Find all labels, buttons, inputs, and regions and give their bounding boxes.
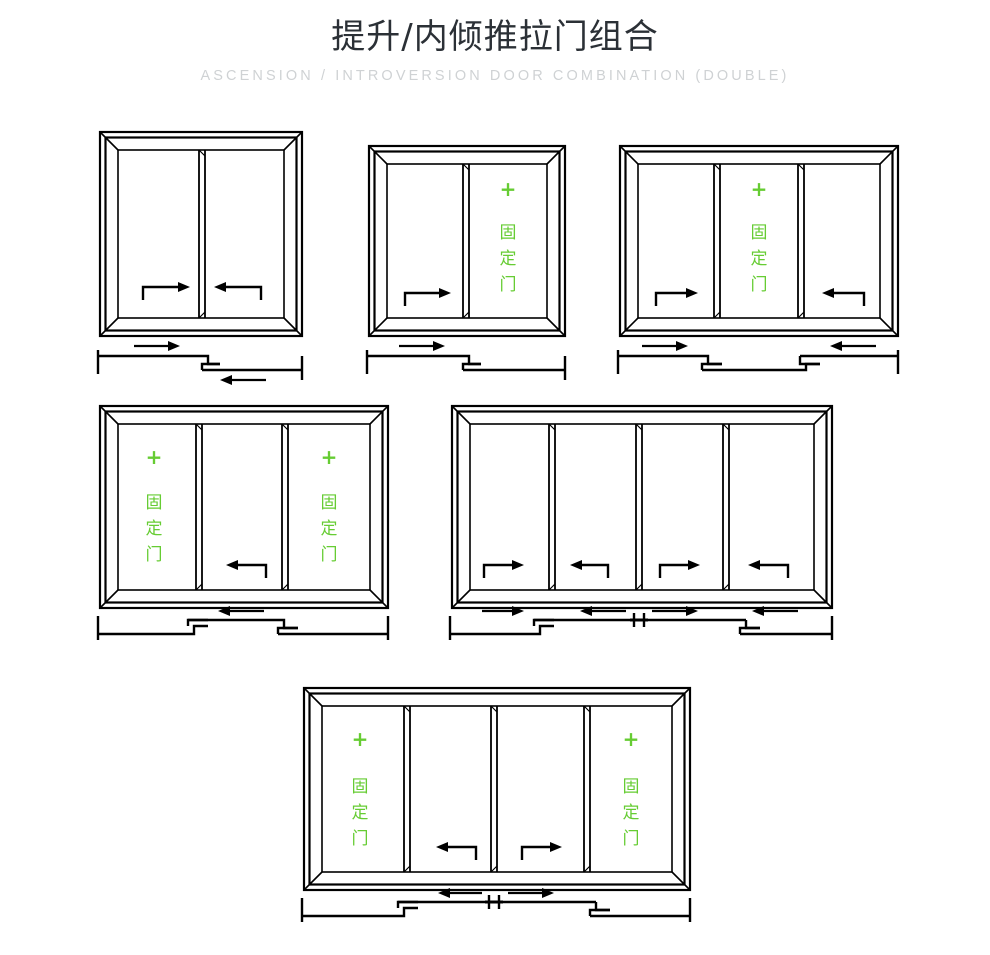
diagram-2-track xyxy=(365,350,567,380)
fixed-door-char-3: 门 xyxy=(751,275,768,295)
diagram-6-fixed-door-label-left: + 固 定 门 xyxy=(352,727,369,849)
arrow-head-left xyxy=(748,560,760,570)
fixed-door-char-1: 固 xyxy=(623,777,640,797)
arrow-head-left xyxy=(438,888,450,898)
diagram-4-fixed-door-label-left: + 固 定 门 xyxy=(146,445,163,565)
fixed-door-char-3: 门 xyxy=(352,829,369,849)
arrow-head-left xyxy=(822,288,834,298)
fixed-door-char-3: 门 xyxy=(623,829,640,849)
fixed-door-char-3: 门 xyxy=(321,545,338,565)
diagram-4-fixed-door-label-right: + 固 定 门 xyxy=(321,445,338,565)
fixed-door-char-2: 定 xyxy=(500,249,517,269)
page-header: 提升/内倾推拉门组合 ASCENSION / INTROVERSION DOOR… xyxy=(0,14,990,86)
plus-symbol: + xyxy=(146,445,163,469)
arrow-head-right xyxy=(512,606,524,616)
fixed-door-char-2: 定 xyxy=(352,803,369,823)
meeting-stile-icon xyxy=(630,613,648,627)
fixed-door-char-2: 定 xyxy=(751,249,768,269)
fixed-door-char-3: 门 xyxy=(146,545,163,565)
diagram-6-fixed-door-label-right: + 固 定 门 xyxy=(623,727,640,849)
arrow-head-left xyxy=(226,560,238,570)
arrow-head-right xyxy=(512,560,524,570)
diagram-5-svg xyxy=(448,404,834,640)
arrow-head-left xyxy=(218,606,230,616)
diagram-5-panel-arrows xyxy=(482,563,790,578)
diagram-6-svg: + 固 定 门 + 固 定 门 xyxy=(300,686,692,922)
arrow-head-left xyxy=(436,842,448,852)
fixed-door-char-2: 定 xyxy=(321,519,338,539)
diagram-5-track xyxy=(448,616,834,640)
diagram-4-panel-arrows xyxy=(234,563,268,578)
arrow-head-right xyxy=(550,842,562,852)
plus-symbol: + xyxy=(352,727,369,751)
arrow-head-right xyxy=(168,341,180,351)
diagram-6-panel-arrows xyxy=(444,845,554,860)
diagram-4-track xyxy=(96,616,390,640)
fixed-door-char-1: 固 xyxy=(500,223,517,243)
plus-symbol: + xyxy=(623,727,640,751)
arrow-head-right xyxy=(439,288,451,298)
diagram-3-track xyxy=(616,350,900,374)
diagram-4-three-panel-two-fixed-outer: + 固 定 门 + 固 定 门 xyxy=(96,402,396,642)
diagram-3-three-panel-center-fixed: + 固 定 门 xyxy=(616,142,906,382)
fixed-door-char-1: 固 xyxy=(321,493,338,513)
diagram-6-four-panel-outer-fixed: + 固 定 门 + 固 定 门 xyxy=(300,684,700,924)
arrow-head-right xyxy=(676,341,688,351)
arrow-head-left xyxy=(752,606,764,616)
arrow-head-left xyxy=(830,341,842,351)
diagram-2-panel-arrows xyxy=(403,291,443,306)
arrow-head-right xyxy=(433,341,445,351)
fixed-door-char-1: 固 xyxy=(352,777,369,797)
diagram-1-two-panel-opposing-slide xyxy=(96,128,316,385)
diagram-1-svg xyxy=(96,130,304,385)
diagram-2-svg: + 固 定 门 xyxy=(365,144,567,380)
diagram-4-svg: + 固 定 门 + 固 定 门 xyxy=(96,404,390,640)
page-title: 提升/内倾推拉门组合 xyxy=(331,17,659,57)
diagram-3-panel-arrows xyxy=(654,291,866,306)
meeting-stile-icon xyxy=(485,895,503,909)
diagram-1-track xyxy=(96,350,304,380)
arrow-head-right xyxy=(686,288,698,298)
arrow-head-right xyxy=(686,606,698,616)
arrow-head-right xyxy=(178,282,190,292)
diagram-5-four-panel-all-sliding xyxy=(448,402,840,642)
diagram-2-fixed-door-label: + 固 定 门 xyxy=(500,177,517,295)
arrow-head-left xyxy=(214,282,226,292)
plus-symbol: + xyxy=(500,177,517,201)
arrow-head-right xyxy=(542,888,554,898)
arrow-head-left xyxy=(220,375,232,385)
plus-symbol: + xyxy=(751,177,768,201)
diagram-3-svg: + 固 定 门 xyxy=(616,144,900,374)
fixed-door-char-2: 定 xyxy=(146,519,163,539)
plus-symbol: + xyxy=(321,445,338,469)
diagram-2-two-panel-one-fixed: + 固 定 门 xyxy=(365,142,583,382)
diagram-1-track-arrows xyxy=(134,344,266,382)
diagram-1-panel-arrows xyxy=(141,285,263,300)
arrow-head-right xyxy=(688,560,700,570)
fixed-door-char-3: 门 xyxy=(500,275,517,295)
arrow-head-left xyxy=(570,560,582,570)
page-subtitle: ASCENSION / INTROVERSION DOOR COMBINATIO… xyxy=(200,68,790,84)
fixed-door-char-1: 固 xyxy=(751,223,768,243)
diagram-3-fixed-door-label: + 固 定 门 xyxy=(751,177,768,295)
fixed-door-char-2: 定 xyxy=(623,803,640,823)
fixed-door-char-1: 固 xyxy=(146,493,163,513)
arrow-head-left xyxy=(580,606,592,616)
